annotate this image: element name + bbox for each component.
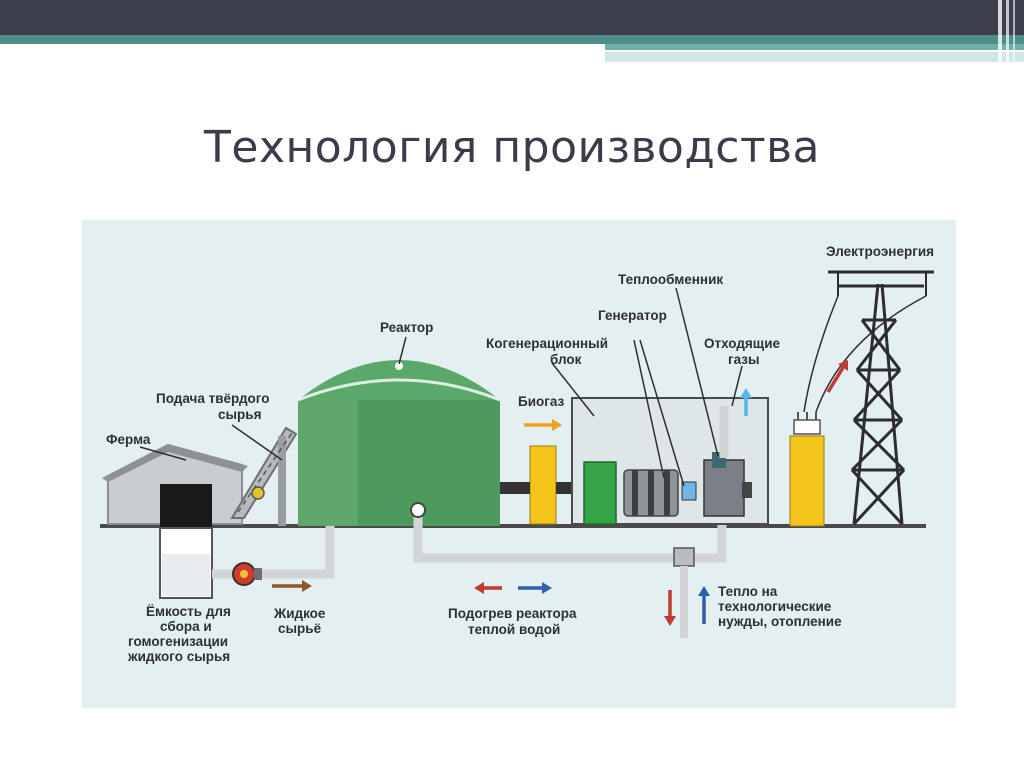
label-heat-1: Тепло на	[718, 584, 778, 599]
collection-tank	[159, 527, 213, 599]
label-heat-exchanger: Теплообменник	[618, 272, 723, 287]
label-tank-1: Ёмкость для	[146, 604, 231, 619]
arrow-heat-blue	[698, 586, 710, 624]
label-heat-3: нужды, отопление	[718, 614, 842, 629]
ground-line	[100, 524, 926, 528]
arrow-biogas	[524, 419, 562, 431]
label-liquid-feed-2: сырьё	[278, 621, 322, 636]
label-liquid-feed: Жидкое	[273, 606, 326, 621]
label-exhaust: Отходящие	[704, 336, 780, 351]
slide-header-bar	[0, 0, 1024, 68]
label-reactor-heating-2: теплой водой	[468, 622, 560, 637]
label-farm: Ферма	[106, 432, 151, 447]
label-electricity: Электроэнергия	[826, 244, 934, 259]
page-title: Технология производства	[204, 122, 820, 173]
farm-building	[102, 443, 248, 528]
arrow-electricity	[826, 360, 848, 393]
transmission-tower	[803, 270, 934, 526]
coupling-left	[500, 482, 530, 494]
arrow-heating-red	[474, 582, 502, 594]
leader-lines	[139, 287, 743, 487]
solid-feed-conveyor	[230, 426, 298, 526]
engine-block	[583, 461, 617, 525]
label-generator: Генератор	[598, 308, 667, 323]
arrow-liquid-feed	[272, 580, 312, 592]
arrow-heating-blue	[518, 582, 552, 594]
label-reactor: Реактор	[380, 320, 433, 335]
label-tank-2: сбора и	[160, 619, 212, 634]
label-reactor-heating: Подогрев реактора	[448, 606, 577, 621]
biogas-plant-diagram: Ферма Подача твёрдого сырья Реактор Коге…	[82, 220, 956, 708]
label-tank-3: гомогенизации	[128, 634, 228, 649]
label-solid-feed-2: сырья	[218, 407, 261, 422]
label-cogeneration: Когенерационный	[486, 336, 608, 351]
reactor-tank	[297, 360, 501, 526]
gas-treatment-unit	[529, 445, 557, 525]
generator	[623, 469, 697, 517]
arrow-exhaust	[740, 388, 752, 416]
label-solid-feed: Подача твёрдого	[156, 391, 269, 406]
arrow-heat-red	[664, 590, 676, 626]
transformer	[789, 412, 825, 527]
label-tank-4: жидкого сырья	[127, 649, 230, 664]
label-heat-2: технологические	[718, 599, 832, 614]
heat-exchanger	[703, 452, 752, 517]
label-cogeneration-2: блок	[550, 352, 582, 367]
label-exhaust-2: газы	[728, 352, 760, 367]
label-biogas: Биогаз	[518, 394, 565, 409]
heating-loop-pipe	[410, 502, 727, 638]
